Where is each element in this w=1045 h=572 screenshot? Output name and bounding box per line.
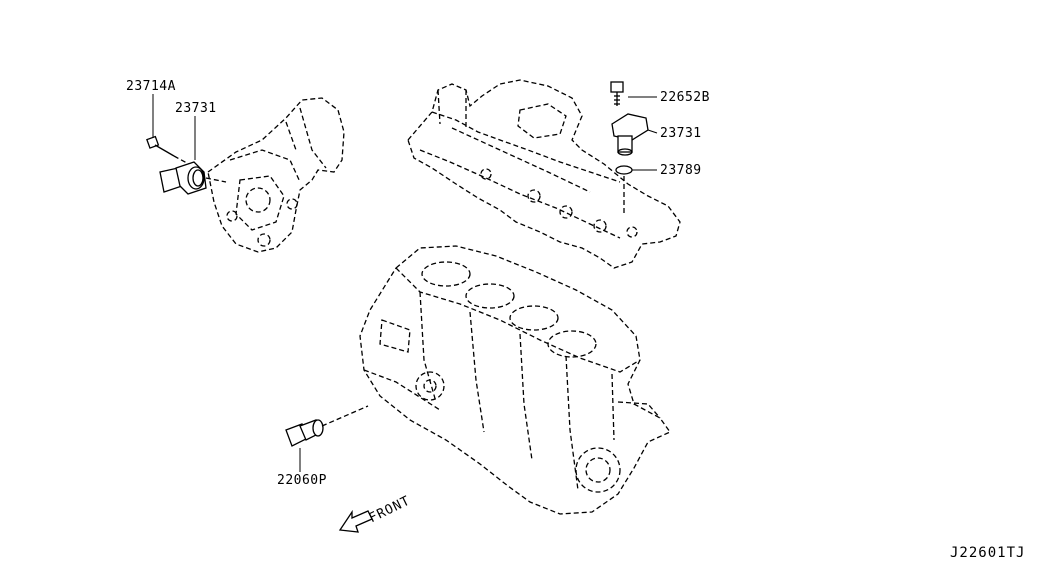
part-label-23731-right[interactable]: 23731 xyxy=(660,126,702,141)
cam-sensor-right-drawing xyxy=(611,113,649,156)
part-label-23789[interactable]: 23789 xyxy=(660,163,702,178)
diagram-code: J22601TJ xyxy=(950,545,1026,561)
part-label-23731-left[interactable]: 23731 xyxy=(175,101,217,116)
o-ring-23789-drawing xyxy=(615,165,633,214)
part-label-22060P[interactable]: 22060P xyxy=(277,473,327,488)
part-label-22652B[interactable]: 22652B xyxy=(660,90,710,105)
cam-sensor-left-drawing xyxy=(159,161,227,195)
leader-lines xyxy=(152,94,658,472)
front-arrow-icon xyxy=(338,509,373,533)
part-label-23714A[interactable]: 23714A xyxy=(126,79,176,94)
knock-sensor-drawing xyxy=(285,405,369,447)
bolt-22652B-drawing xyxy=(610,81,624,106)
cylinder-head-drawing xyxy=(407,79,681,269)
timing-cover-drawing xyxy=(207,97,345,253)
cylinder-block-drawing xyxy=(359,245,671,515)
